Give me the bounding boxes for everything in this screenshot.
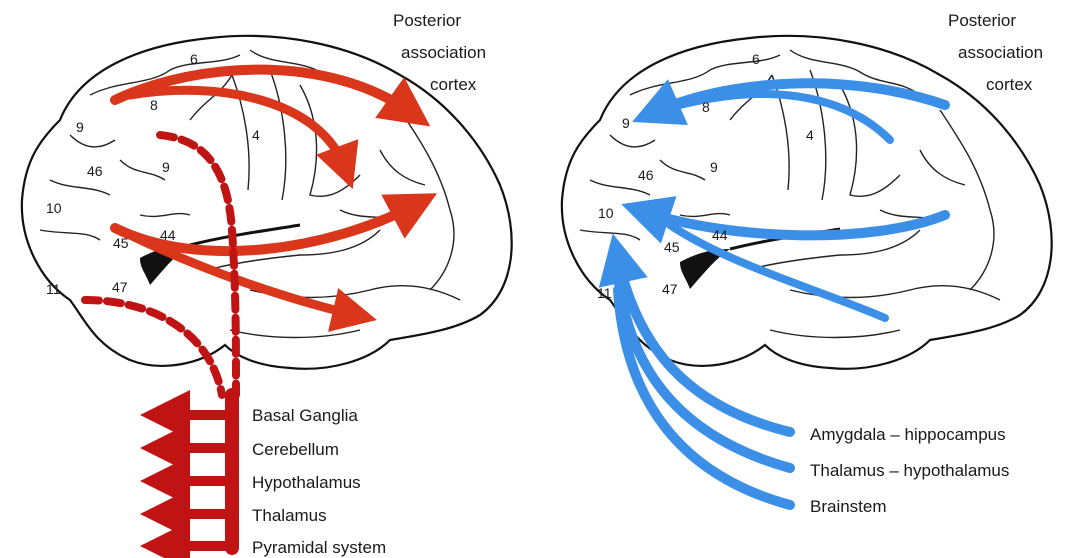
target-pyramidal-system: Pyramidal system bbox=[252, 538, 386, 557]
left-area-9b: 9 bbox=[162, 159, 170, 175]
left-output-targets: Basal Ganglia Cerebellum Hypothalamus Th… bbox=[252, 406, 386, 557]
target-thalamus: Thalamus bbox=[252, 506, 327, 525]
left-area-47: 47 bbox=[112, 279, 128, 295]
right-area-6: 6 bbox=[752, 51, 760, 67]
left-association-word: association bbox=[401, 43, 486, 62]
source-amygdala-hippocampus: Amygdala – hippocampus bbox=[810, 425, 1006, 444]
target-basal-ganglia: Basal Ganglia bbox=[252, 406, 358, 425]
left-area-10: 10 bbox=[46, 200, 62, 216]
left-output-bundle bbox=[170, 395, 232, 548]
right-area-46: 46 bbox=[638, 167, 654, 183]
right-area-9a: 9 bbox=[622, 115, 630, 131]
target-hypothalamus: Hypothalamus bbox=[252, 473, 361, 492]
left-area-6: 6 bbox=[190, 51, 198, 67]
left-posterior-word: Posterior bbox=[393, 11, 461, 30]
right-area-44: 44 bbox=[712, 227, 728, 243]
left-cortex-word: cortex bbox=[430, 75, 477, 94]
left-area-46: 46 bbox=[87, 163, 103, 179]
source-thalamus-hypothalamus: Thalamus – hypothalamus bbox=[810, 461, 1009, 480]
left-area-44: 44 bbox=[160, 227, 176, 243]
right-cortex-word: cortex bbox=[986, 75, 1033, 94]
right-association-word: association bbox=[958, 43, 1043, 62]
right-area-8: 8 bbox=[702, 99, 710, 115]
left-area-45: 45 bbox=[113, 235, 129, 251]
target-cerebellum: Cerebellum bbox=[252, 440, 339, 459]
right-area-9b: 9 bbox=[710, 159, 718, 175]
left-area-9a: 9 bbox=[76, 119, 84, 135]
left-area-11: 11 bbox=[46, 281, 61, 297]
source-brainstem: Brainstem bbox=[810, 497, 887, 516]
right-area-10: 10 bbox=[598, 205, 614, 221]
right-area-45: 45 bbox=[664, 239, 680, 255]
right-area-4: 4 bbox=[806, 127, 814, 143]
right-area-47: 47 bbox=[662, 281, 678, 297]
right-posterior-association-label: Posterior association cortex bbox=[948, 11, 1043, 94]
right-input-sources: Amygdala – hippocampus Thalamus – hypoth… bbox=[810, 425, 1009, 516]
left-area-4: 4 bbox=[252, 127, 260, 143]
right-area-11: 11 bbox=[597, 285, 612, 301]
right-posterior-word: Posterior bbox=[948, 11, 1016, 30]
left-area-8: 8 bbox=[150, 97, 158, 113]
